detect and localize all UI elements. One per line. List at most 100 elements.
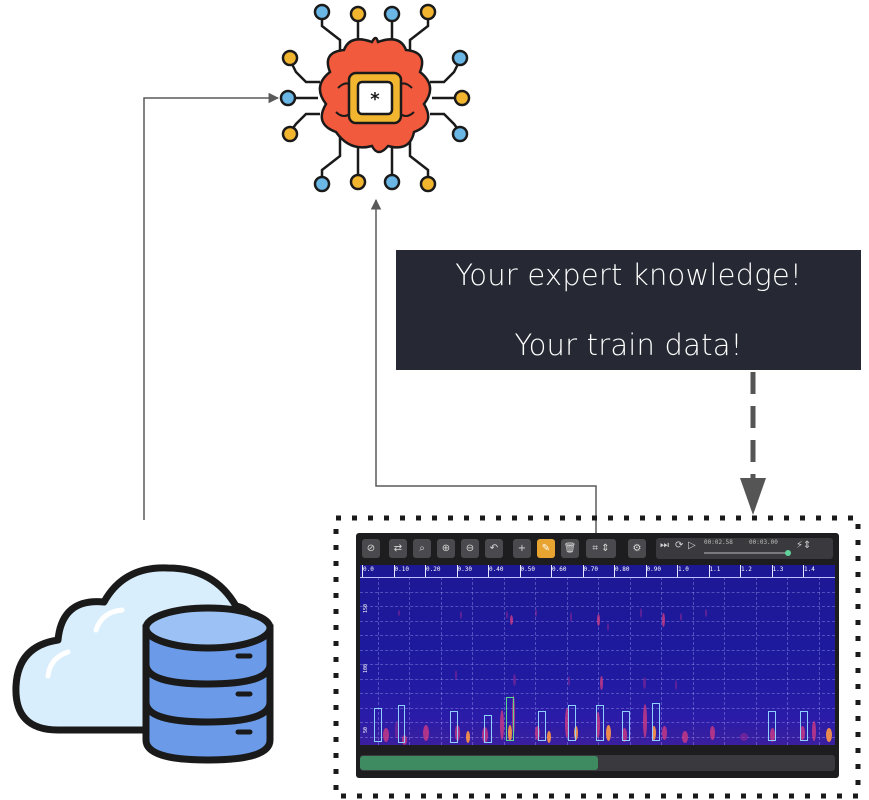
spectral-energy: [568, 676, 570, 686]
grid-line: [692, 577, 694, 745]
spectral-energy: [597, 614, 600, 626]
plus-icon[interactable]: +: [513, 539, 531, 558]
grid-line: [629, 577, 631, 745]
spectral-energy: [740, 733, 748, 741]
playback-scrubber[interactable]: [704, 552, 786, 554]
spectral-energy: [622, 728, 627, 742]
annotation-box[interactable]: [800, 711, 808, 741]
time-tick: [519, 565, 521, 577]
zoom-in-icon[interactable]: ⊕: [437, 539, 455, 558]
grid-line: [440, 577, 442, 745]
spectral-energy: [606, 725, 611, 741]
annotation-box[interactable]: [506, 697, 514, 741]
time-tick-label: 1.4: [804, 566, 815, 573]
spectral-energy: [383, 728, 389, 742]
time-tick-label: 1.0: [678, 566, 689, 573]
time-tick-label: 0.60: [552, 566, 567, 573]
time-tick-label: 0.90: [646, 566, 661, 573]
time-tick: [645, 565, 647, 577]
current-time: 00:02.58: [704, 539, 733, 546]
grid-line: [472, 577, 474, 745]
spectral-energy: [710, 726, 715, 740]
grid-line: [566, 577, 568, 745]
undo-icon[interactable]: ↶: [485, 539, 503, 558]
spectral-energy: [482, 727, 488, 743]
annotation-box[interactable]: [538, 711, 546, 741]
grid-line: [755, 577, 757, 745]
time-tick: [677, 565, 678, 577]
spectral-energy: [460, 611, 462, 619]
grid-line: [377, 577, 379, 745]
time-tick-label: 1.1: [709, 566, 721, 573]
playback-handle[interactable]: [785, 550, 791, 556]
grid-line: [661, 577, 663, 745]
crop-icon[interactable]: ⌗ ⇕: [586, 539, 616, 558]
time-tick-label: 0.30: [457, 566, 472, 573]
grid-line: [360, 649, 835, 651]
scroll-thumb[interactable]: [360, 756, 598, 770]
grid-line: [818, 577, 820, 745]
frequency-label: 50: [363, 726, 369, 733]
time-tick-label: 0.20: [426, 566, 441, 573]
horizontal-scrollbar[interactable]: [360, 755, 835, 771]
grid-line: [598, 577, 600, 745]
trash-icon[interactable]: 🗑: [561, 539, 579, 558]
annotation-box[interactable]: [622, 711, 630, 741]
annotation-box[interactable]: [652, 703, 660, 741]
time-tick: [393, 565, 395, 577]
callout-line-expert-knowledge: Your expert knowledge!: [455, 258, 802, 292]
spectral-energy: [574, 726, 578, 740]
grid-line: [360, 591, 835, 593]
brain-chip-icon: *: [279, 3, 471, 193]
spectral-energy: [800, 726, 805, 740]
annotation-box[interactable]: [568, 705, 576, 741]
time-tick: [362, 565, 363, 577]
annotation-box[interactable]: [398, 705, 405, 743]
play-icon[interactable]: ▷: [688, 540, 696, 551]
time-tick-label: 0.40: [489, 566, 504, 573]
skip-icon[interactable]: ⏭: [660, 540, 669, 551]
swap-icon[interactable]: ⇄: [389, 539, 407, 558]
annotation-box[interactable]: [596, 705, 604, 741]
grid-line: [360, 678, 835, 680]
spectral-energy: [600, 676, 603, 690]
annotation-tool: ⊘ ⇄ ⌕ ⊕ ⊖ ↶ + ✎ 🗑 ⌗ ⇕ ⚙ ⏭ ⟳ ▷ 00:02.58 0…: [356, 533, 839, 778]
pencil-icon[interactable]: ✎: [537, 539, 555, 558]
time-tick-label: 1.3: [772, 566, 784, 573]
grid-line: [360, 635, 835, 636]
spectral-energy: [607, 623, 609, 631]
speed-icon[interactable]: ⚡⇕: [796, 540, 812, 551]
spectral-energy: [506, 611, 508, 619]
time-tick-label: 0.0: [363, 566, 374, 573]
spectral-energy: [662, 726, 667, 740]
spectral-energy: [682, 731, 688, 743]
spectral-energy: [826, 728, 832, 742]
grid-line: [724, 577, 726, 745]
annotation-box[interactable]: [374, 708, 382, 742]
total-time: 00:03.00: [749, 539, 778, 546]
spectral-energy: [547, 731, 551, 743]
spectral-energy: [535, 609, 537, 617]
grid-line: [409, 577, 411, 745]
annotation-box[interactable]: [768, 711, 776, 741]
zoom-out-icon[interactable]: ⊖: [461, 539, 479, 558]
spectral-energy: [652, 726, 656, 740]
spectral-energy: [500, 710, 504, 740]
spectral-energy: [508, 725, 512, 741]
annotation-box[interactable]: [450, 711, 458, 743]
spectral-energy: [398, 610, 400, 616]
search-icon[interactable]: ⌕: [413, 539, 431, 558]
tool-dotted-frame: [333, 515, 861, 799]
gear-icon[interactable]: ⚙: [628, 539, 646, 558]
grid-line: [535, 577, 537, 745]
time-tick: [425, 565, 426, 577]
grid-line: [360, 664, 835, 665]
loop-icon[interactable]: ⟳: [675, 540, 684, 551]
annotation-box[interactable]: [484, 715, 492, 743]
spectral-energy: [643, 677, 646, 689]
spectral-energy: [535, 726, 540, 740]
grid-line: [360, 693, 835, 694]
eye-off-icon[interactable]: ⊘: [362, 539, 380, 558]
